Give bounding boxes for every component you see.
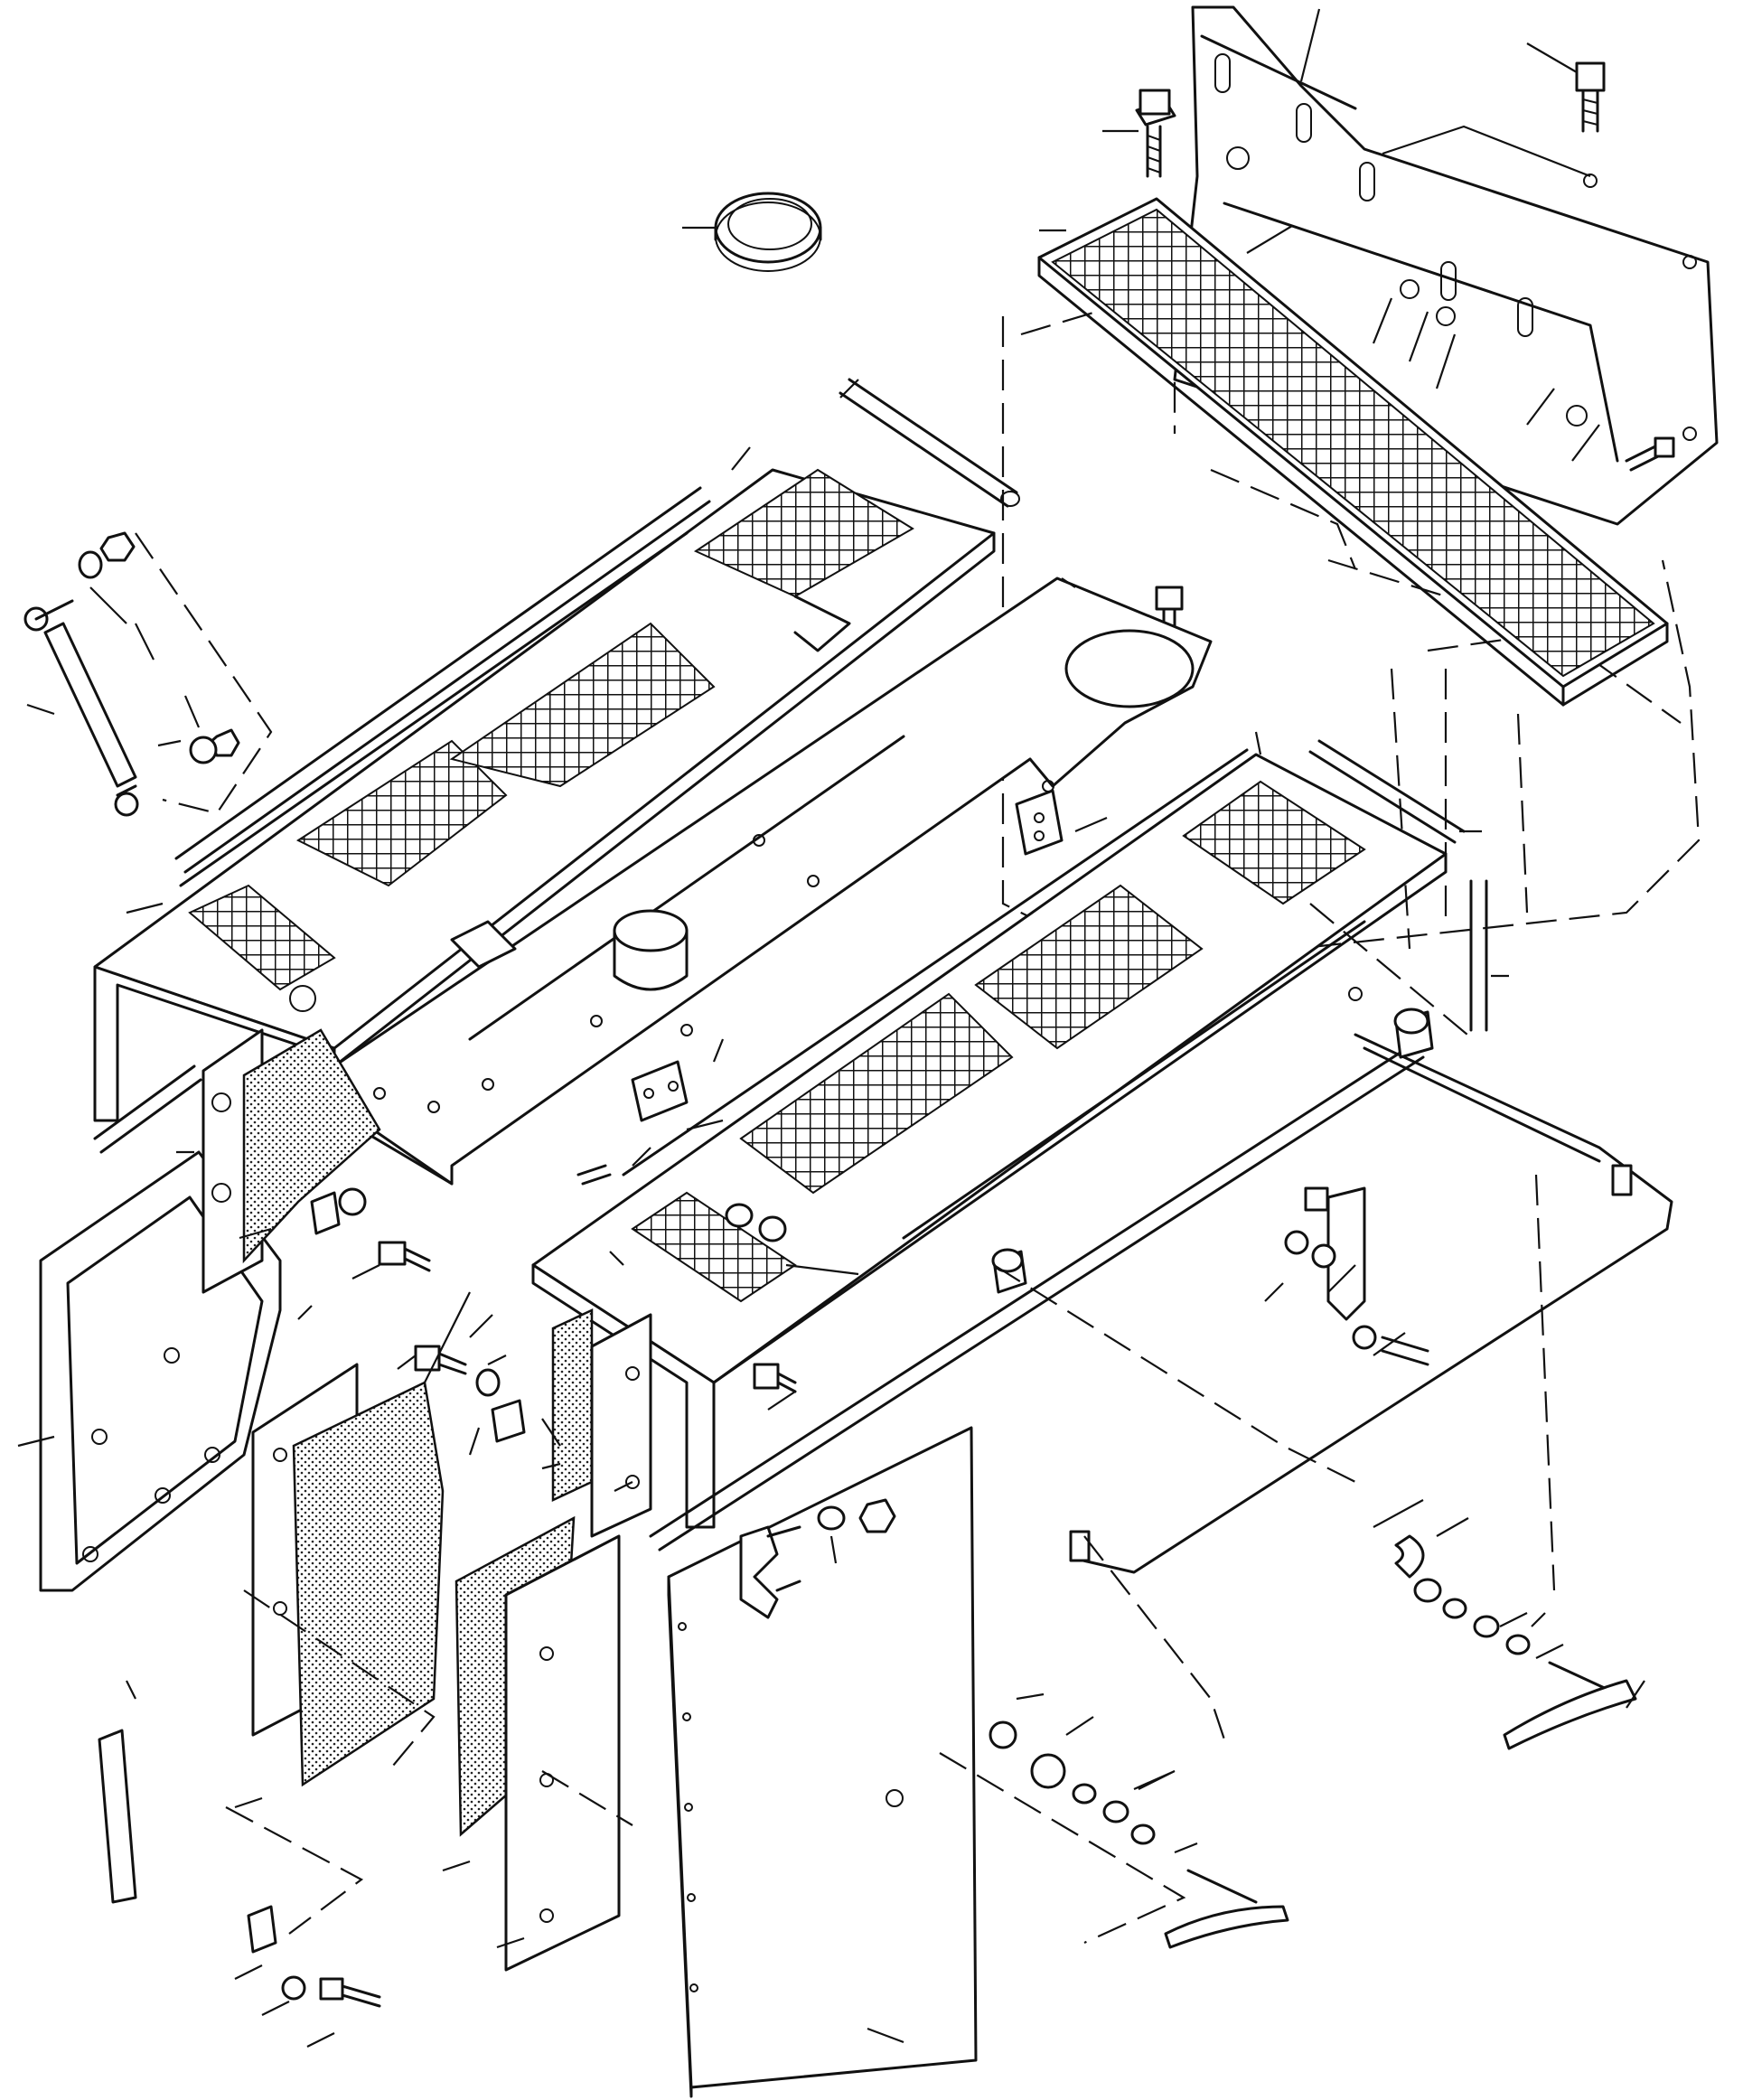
- left-hood-panel: [93, 468, 996, 1143]
- latch-handle-lower: [989, 1720, 1289, 1949]
- latch-plate: [1304, 1186, 1366, 1321]
- left-hood-seal-strip: [93, 378, 1020, 1154]
- radiator-grille: [1037, 197, 1669, 707]
- bolt-center: [1155, 586, 1184, 634]
- bolts-and-washers: [281, 1164, 1429, 2008]
- left-side-panel-outer: [251, 1363, 445, 1787]
- spacer-bushings: [247, 1008, 1434, 1954]
- gas-spring-strut: [23, 599, 139, 817]
- callout-leader-lines: [17, 8, 1645, 2048]
- assembly-centerlines: [135, 532, 1556, 1945]
- latch-rod: [1069, 1033, 1673, 1574]
- hinge-right: [1015, 789, 1064, 856]
- strut-nuts: [78, 531, 240, 764]
- bolt-bracket-right: [1625, 436, 1675, 472]
- hinge-bracket: [739, 1525, 801, 1619]
- middle-side-panels: [551, 1308, 652, 1538]
- ring-seal: [714, 192, 822, 272]
- latch-handle-upper: [1394, 1534, 1637, 1750]
- bolt-top-right: [1575, 61, 1606, 133]
- bolt-top-left: [1135, 89, 1176, 178]
- corner-seal-strip: [98, 1729, 137, 1904]
- left-side-panel-inner: [201, 1028, 381, 1294]
- filler-cap: [613, 909, 689, 991]
- hinge-left: [450, 920, 689, 1122]
- left-center-panel: [454, 1515, 621, 1972]
- center-cover-panel: [305, 577, 1213, 1186]
